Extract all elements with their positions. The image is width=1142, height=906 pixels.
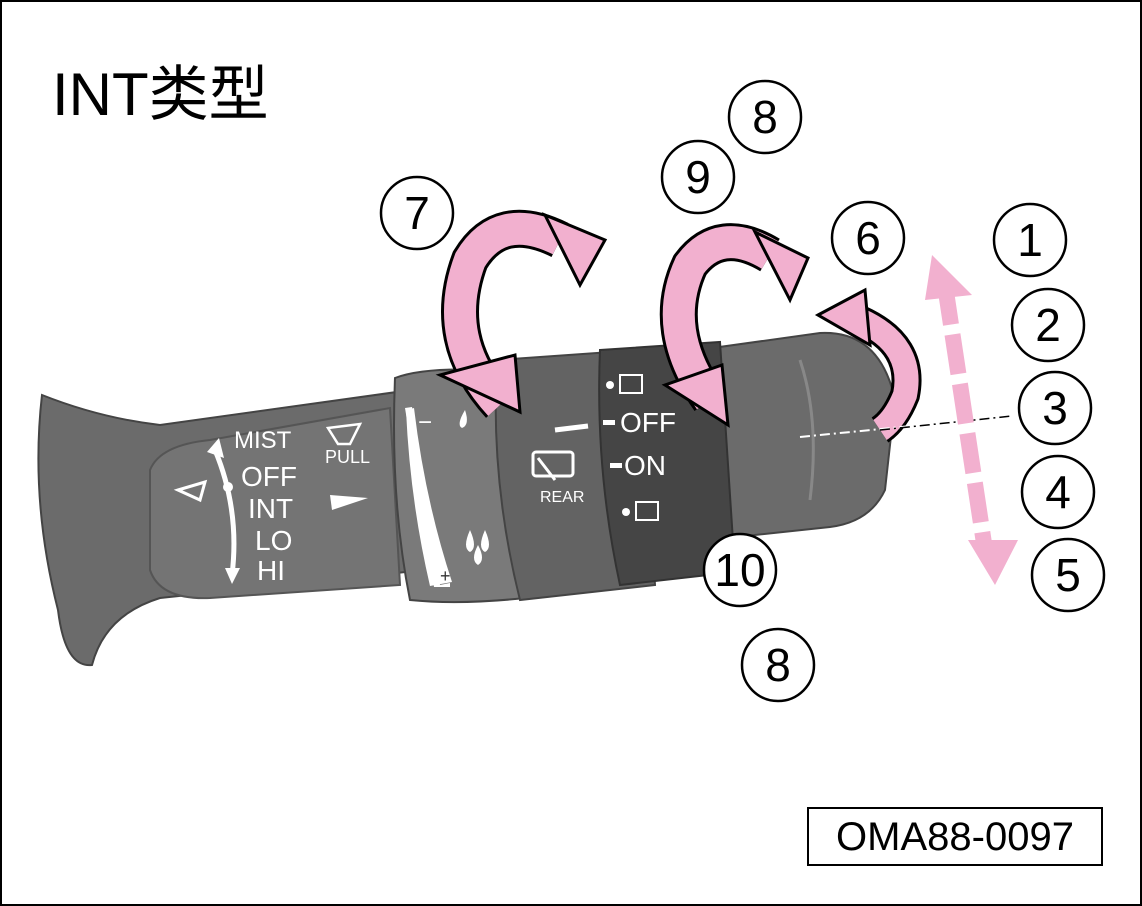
- diagram-title: INT类型: [52, 61, 269, 128]
- position-off: OFF: [241, 461, 297, 492]
- svg-text:6: 6: [855, 212, 881, 264]
- drops-icon: [466, 530, 489, 565]
- pointer-triangle-icon: [330, 495, 368, 510]
- svg-text:7: 7: [404, 187, 430, 239]
- rear-label: REAR: [540, 489, 584, 506]
- front-wiper-icon: [173, 479, 208, 503]
- callout-8-bottom: 8: [740, 627, 816, 703]
- position-lo: LO: [255, 525, 292, 556]
- rear-washer-icon-2: [635, 501, 659, 521]
- svg-text:3: 3: [1042, 382, 1068, 434]
- callout-1: 1: [992, 202, 1068, 278]
- svg-text:10: 10: [714, 544, 765, 596]
- adjust-plus: +: [440, 566, 451, 586]
- callout-4: 4: [1020, 454, 1096, 530]
- rear-washer-icon: [619, 374, 643, 394]
- callout-10: 10: [702, 532, 778, 608]
- svg-text:2: 2: [1035, 299, 1061, 351]
- rear-position-off: OFF: [620, 407, 676, 438]
- callout-9: 9: [660, 139, 736, 215]
- figure-code: OMA88-0097: [836, 815, 1074, 859]
- svg-text:9: 9: [685, 151, 711, 203]
- figure-code-box: OMA88-0097: [807, 807, 1103, 866]
- svg-text:5: 5: [1055, 549, 1081, 601]
- position-int: INT: [248, 493, 293, 524]
- position-mist: MIST: [234, 427, 292, 454]
- callout-7: 7: [379, 175, 455, 251]
- drop-icon: [459, 410, 467, 428]
- callout-5: 5: [1030, 537, 1106, 613]
- washer-icon: [325, 422, 363, 446]
- svg-text:1: 1: [1017, 214, 1043, 266]
- interval-adjust: − +: [405, 407, 489, 587]
- pull-label: PULL: [325, 447, 370, 467]
- callout-8-top: 8: [727, 79, 803, 155]
- svg-text:4: 4: [1045, 466, 1071, 518]
- callout-3: 3: [1017, 370, 1093, 446]
- rear-wiper-positions: REAR OFF ON: [531, 374, 676, 521]
- callout-6: 6: [830, 200, 906, 276]
- rotation-arrows: [435, 209, 1018, 585]
- callout-2: 2: [1010, 287, 1086, 363]
- rear-position-on: ON: [624, 450, 666, 481]
- adjust-minus: −: [418, 409, 432, 436]
- front-wiper-positions: MIST OFF INT LO HI PULL: [173, 422, 370, 586]
- callouts: 1 2 3 4 5 6 7 8 9 10 8: [379, 79, 1106, 703]
- svg-text:8: 8: [765, 639, 791, 691]
- position-hi: HI: [257, 555, 285, 586]
- svg-text:8: 8: [752, 91, 778, 143]
